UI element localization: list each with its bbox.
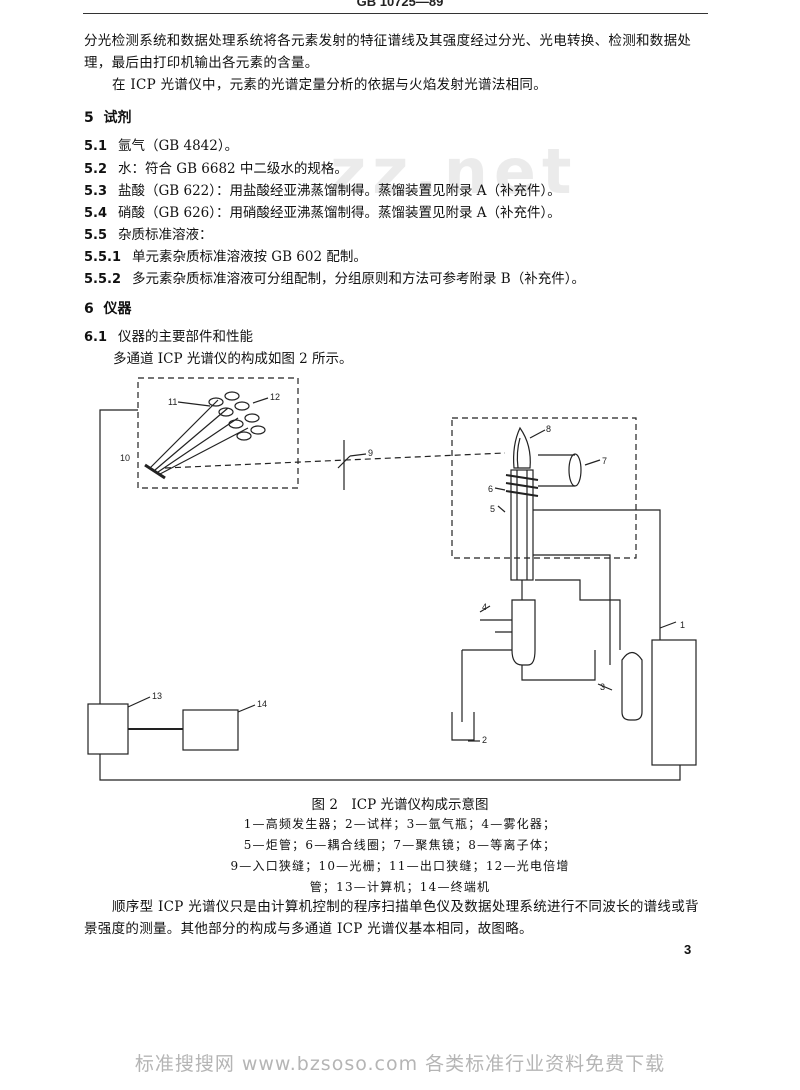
- label-2: 2: [482, 735, 487, 745]
- label-3: 3: [600, 682, 605, 692]
- page-number: 3: [684, 942, 692, 957]
- item-text: 硝酸（GB 626）：用硝酸经亚沸蒸馏制得。蒸馏装置见附录 A（补充件）。: [118, 205, 561, 221]
- label-12: 12: [270, 392, 280, 402]
- item-5-5-2: 5.5.2 多元素杂质标准溶液可分组配制，分组原则和方法可参考附录 B（补充件）。: [84, 270, 585, 289]
- label-13: 13: [152, 691, 162, 701]
- section-5-number: 5: [84, 110, 94, 126]
- label-5: 5: [490, 504, 495, 514]
- standard-code: GB 10725—89: [356, 0, 444, 9]
- figure-legend-line-1: 1—高频发生器；2—试样；3—氩气瓶；4—雾化器；: [243, 817, 557, 831]
- plasma-flame: [513, 426, 531, 469]
- coupling-coil: [505, 474, 539, 497]
- grating: [144, 463, 166, 480]
- item-number: 5.5.2: [84, 272, 122, 287]
- item-5-5-1: 5.5.1 单元素杂质标准溶液按 GB 602 配制。: [84, 248, 367, 267]
- item-text: 单元素杂质标准溶液按 GB 602 配制。: [132, 249, 367, 265]
- item-5-2: 5.2 水：符合 GB 6682 中二级水的规格。: [84, 160, 348, 179]
- figure-caption: 图 2 ICP 光谱仪构成示意图: [311, 797, 489, 813]
- optical-path: [164, 452, 506, 469]
- spectrometer-box: [137, 377, 299, 489]
- label-1: 1: [680, 620, 685, 630]
- terminal-box: [182, 709, 239, 751]
- figure-legend-line-2: 5—炬管；6—耦合线圈；7—聚焦镜；8—等离子体；: [243, 838, 557, 852]
- sample-beaker: [451, 712, 475, 741]
- intro-paragraph-1: 分光检测系统和数据处理系统将各元素发射的特征谱线及其强度经过分光、光电转换、检测…: [84, 33, 692, 71]
- section-6-heading: 6 仪器: [84, 298, 132, 318]
- section-5-heading: 5 试剂: [84, 107, 132, 127]
- header-rule: [83, 13, 708, 14]
- item-number: 5.3: [84, 184, 108, 199]
- item-6-1: 6.1 仪器的主要部件和性能: [84, 328, 253, 347]
- label-8: 8: [546, 424, 551, 434]
- spray-chamber: [511, 599, 536, 666]
- computer-box: [87, 703, 129, 755]
- label-14: 14: [257, 699, 267, 709]
- item-5-5: 5.5 杂质标准溶液：: [84, 226, 213, 245]
- figure-legend-line-4: 管；13—计算机；14—终端机: [309, 880, 491, 894]
- label-6: 6: [488, 484, 493, 494]
- label-9: 9: [368, 448, 373, 458]
- section-6-title: 仪器: [103, 301, 132, 317]
- section-6-1-text: 多通道 ICP 光谱仪的构成如图 2 所示。: [113, 351, 353, 367]
- closing-paragraph: 顺序型 ICP 光谱仪只是由计算机控制的程序扫描单色仪及数据处理系统进行不同波长…: [84, 899, 699, 937]
- item-number: 5.2: [84, 162, 108, 177]
- item-number: 6.1: [84, 330, 108, 345]
- icp-spectrometer-diagram: 1 2 3 4 5 6 7 8 9 10 11 12 13 14: [87, 377, 697, 781]
- photomultiplier-tubes: [208, 391, 266, 441]
- item-text: 仪器的主要部件和性能: [118, 329, 253, 345]
- figure-legend-line-3: 9—入口狭缝；10—光栅；11—出口狭缝；12—光电倍增: [230, 859, 570, 873]
- watermark-stamp: zz.net: [330, 135, 578, 208]
- item-number: 5.5.1: [84, 250, 122, 265]
- rf-generator: [651, 639, 697, 766]
- argon-cylinder: [621, 651, 643, 721]
- label-7: 7: [602, 456, 607, 466]
- item-text: 水：符合 GB 6682 中二级水的规格。: [118, 161, 348, 177]
- label-4: 4: [482, 602, 487, 612]
- item-text: 杂质标准溶液：: [118, 227, 213, 243]
- footer-watermark: 标准搜搜网 www.bzsoso.com 各类标准行业资料免费下载: [134, 1053, 666, 1075]
- item-text: 盐酸（GB 622）：用盐酸经亚沸蒸馏制得。蒸馏装置见附录 A（补充件）。: [118, 183, 561, 199]
- focusing-lens: [568, 453, 582, 487]
- item-5-1: 5.1 氩气（GB 4842）。: [84, 137, 238, 156]
- item-number: 5.1: [84, 139, 108, 154]
- label-10: 10: [120, 453, 130, 463]
- label-11: 11: [168, 397, 177, 407]
- item-5-3: 5.3 盐酸（GB 622）：用盐酸经亚沸蒸馏制得。蒸馏装置见附录 A（补充件）。: [84, 182, 561, 201]
- intro-paragraph-2: 在 ICP 光谱仪中，元素的光谱定量分析的依据与火焰发射光谱法相同。: [112, 77, 548, 93]
- section-5-title: 试剂: [103, 110, 132, 126]
- item-5-4: 5.4 硝酸（GB 626）：用硝酸经亚沸蒸馏制得。蒸馏装置见附录 A（补充件）。: [84, 204, 561, 223]
- item-number: 5.5: [84, 228, 108, 243]
- section-6-number: 6: [84, 301, 94, 317]
- item-text: 多元素杂质标准溶液可分组配制，分组原则和方法可参考附录 B（补充件）。: [132, 271, 585, 287]
- item-text: 氩气（GB 4842）。: [118, 138, 239, 154]
- item-number: 5.4: [84, 206, 108, 221]
- torch-box: [451, 417, 637, 559]
